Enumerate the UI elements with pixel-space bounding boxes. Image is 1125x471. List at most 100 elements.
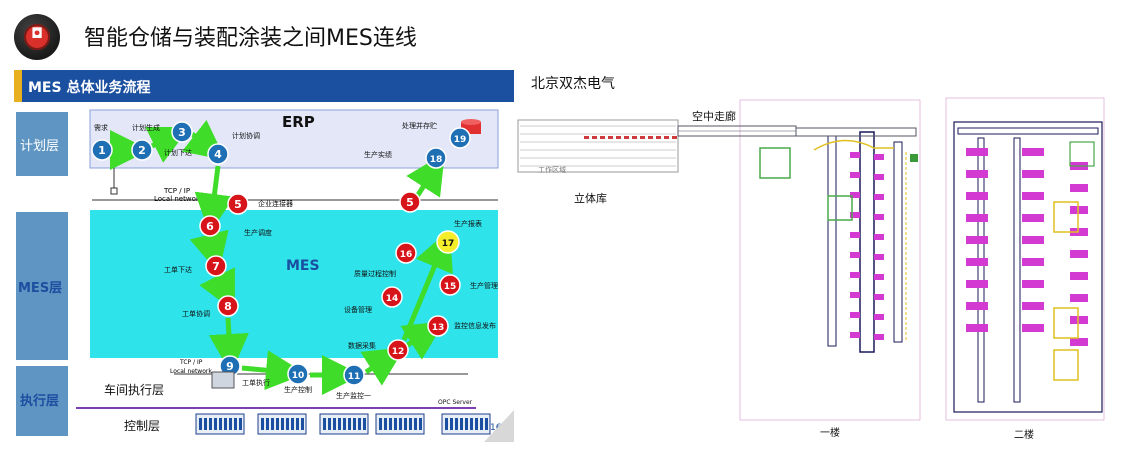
flow-node-label: 质量过程控制 <box>354 269 396 278</box>
svg-text:TCP / IP: TCP / IP <box>179 359 203 366</box>
flow-node-label: 计划下达 <box>164 148 192 157</box>
diagram-title: MES 总体业务流程 <box>28 79 150 96</box>
header: ◘ 智能仓储与装配涂装之间MES连线 <box>0 0 1125 70</box>
flow-arrow <box>208 317 249 374</box>
plc-device-icon <box>441 413 491 435</box>
flow-arrow <box>145 127 190 163</box>
flow-node-label: 生产监控一 <box>336 391 371 400</box>
flow-node-number: 2 <box>138 144 146 157</box>
layer-mes <box>16 212 68 360</box>
flow-node-16: 16 质量过程控制 <box>354 242 417 278</box>
flow-node-number: 19 <box>454 135 467 145</box>
flow-node-number: 18 <box>430 155 443 165</box>
flow-node-label: 生产管理 <box>470 281 498 290</box>
flow-node-10: 10 生产控制 <box>284 363 312 394</box>
flow-node-number: 11 <box>348 372 361 382</box>
flow-node-number: 17 <box>442 239 455 249</box>
flow-node-number: 16 <box>400 250 413 260</box>
diagram-title-bar <box>14 70 514 102</box>
plc-device-icon <box>195 413 245 435</box>
flow-node-label: 数据采集 <box>348 341 376 350</box>
flow-node-15: 15 生产管理 <box>439 274 498 296</box>
logo-icon: ◘ <box>14 14 60 60</box>
flow-arrow <box>189 229 229 274</box>
flow-node-number: 14 <box>386 294 399 304</box>
flow-node-number: 1 <box>98 144 106 157</box>
flow-node-number: 8 <box>224 300 232 313</box>
svg-text:工作区域: 工作区域 <box>538 165 566 174</box>
plc-device-icon <box>319 413 369 435</box>
computer-icon <box>211 371 235 389</box>
svg-text:Local network: Local network <box>170 368 212 375</box>
svg-text:执行层: 执行层 <box>20 393 59 409</box>
flow-node-label: 监控信息发布 <box>454 321 496 330</box>
flow-node-4: 4 计划协调 <box>207 131 260 165</box>
flow-node-14: 14 设备管理 <box>344 286 403 314</box>
svg-text:OPC Server: OPC Server <box>438 399 473 406</box>
flow-arrows <box>110 119 453 395</box>
flow-node-number: 7 <box>212 260 220 273</box>
flow-node-1: 1 需求 <box>91 123 113 161</box>
flow-node-13: 13 监控信息发布 <box>427 315 496 337</box>
flow-node-label: 生产报表 <box>454 219 482 228</box>
flow-node-5: 5 企业连接器 <box>227 193 293 215</box>
svg-text:16: 16 <box>490 423 502 433</box>
flow-node-8: 8 工单协调 <box>182 295 239 318</box>
flow-arrow <box>406 153 445 200</box>
flow-arrow <box>241 350 306 391</box>
flow-arrow <box>360 347 405 386</box>
flow-node-12: 12 数据采集 <box>348 339 409 361</box>
layer-exec <box>16 366 68 436</box>
flow-node-number: 5 <box>234 198 242 211</box>
flow-node-11: 11 生产监控一 <box>336 364 371 400</box>
layer-plan <box>16 112 68 176</box>
flow-arrow <box>194 165 235 234</box>
flow-node-number: 3 <box>178 126 186 139</box>
svg-text:MES层: MES层 <box>18 281 62 296</box>
svg-text:二楼: 二楼 <box>1014 428 1034 441</box>
flow-node-label: 生产控制 <box>284 385 312 394</box>
svg-text:空中走廊: 空中走廊 <box>692 109 736 123</box>
flow-node-number: 13 <box>432 323 445 333</box>
flow-node-label: 工单下达 <box>164 265 192 274</box>
plc-device-icon <box>257 413 307 435</box>
flow-arrow <box>199 267 235 312</box>
flow-node-number: 4 <box>214 148 222 161</box>
flow-node-number: 5 <box>406 196 414 209</box>
flow-node-label: 工单执行 <box>242 378 270 387</box>
flow-node-label: 计划生成 <box>132 123 160 132</box>
flow-arrow <box>181 119 226 161</box>
flow-node-label: 计划协调 <box>232 131 260 140</box>
flow-node-7: 7 工单下达 <box>164 255 227 277</box>
flow-node-18: 18 生产实绩 <box>364 147 447 169</box>
mes-flow-diagram: MES 总体业务流程 计划层 MES层 执行层 ERP TCP / IP Loc… <box>14 70 514 442</box>
flow-node-label: 工单协调 <box>182 309 210 318</box>
svg-text:TCP / IP: TCP / IP <box>163 187 190 195</box>
flow-arrow <box>400 321 445 360</box>
plc-devices <box>195 413 491 435</box>
page-title: 智能仓储与装配涂装之间MES连线 <box>84 26 417 51</box>
svg-text:控制层: 控制层 <box>124 419 160 433</box>
flow-node-label: 设备管理 <box>344 305 372 314</box>
flow-node-number: 6 <box>206 220 214 233</box>
flow-node-label: 需求 <box>94 123 108 132</box>
flow-node-number: 12 <box>392 347 405 357</box>
flow-node-3: 3 计划下达 <box>164 121 193 157</box>
svg-text:一楼: 一楼 <box>820 426 840 439</box>
svg-text:ERP: ERP <box>282 113 315 131</box>
flow-node-2: 2 计划生成 <box>131 123 160 161</box>
warehouse-area <box>517 119 679 173</box>
flow-node-number: 9 <box>226 360 234 373</box>
flow-node-number: 15 <box>444 282 457 292</box>
flow-arrow <box>401 229 453 341</box>
svg-text:车间执行层: 车间执行层 <box>104 382 164 397</box>
flow-node-label: 企业连接器 <box>258 199 293 208</box>
flow-node-label: 生产实绩 <box>364 150 392 159</box>
flow-node-17: 17 生产报表 <box>436 219 482 254</box>
flow-node-number: 10 <box>292 371 305 381</box>
flow-node-5: 5 <box>399 191 421 213</box>
svg-text:立体库: 立体库 <box>574 191 607 205</box>
